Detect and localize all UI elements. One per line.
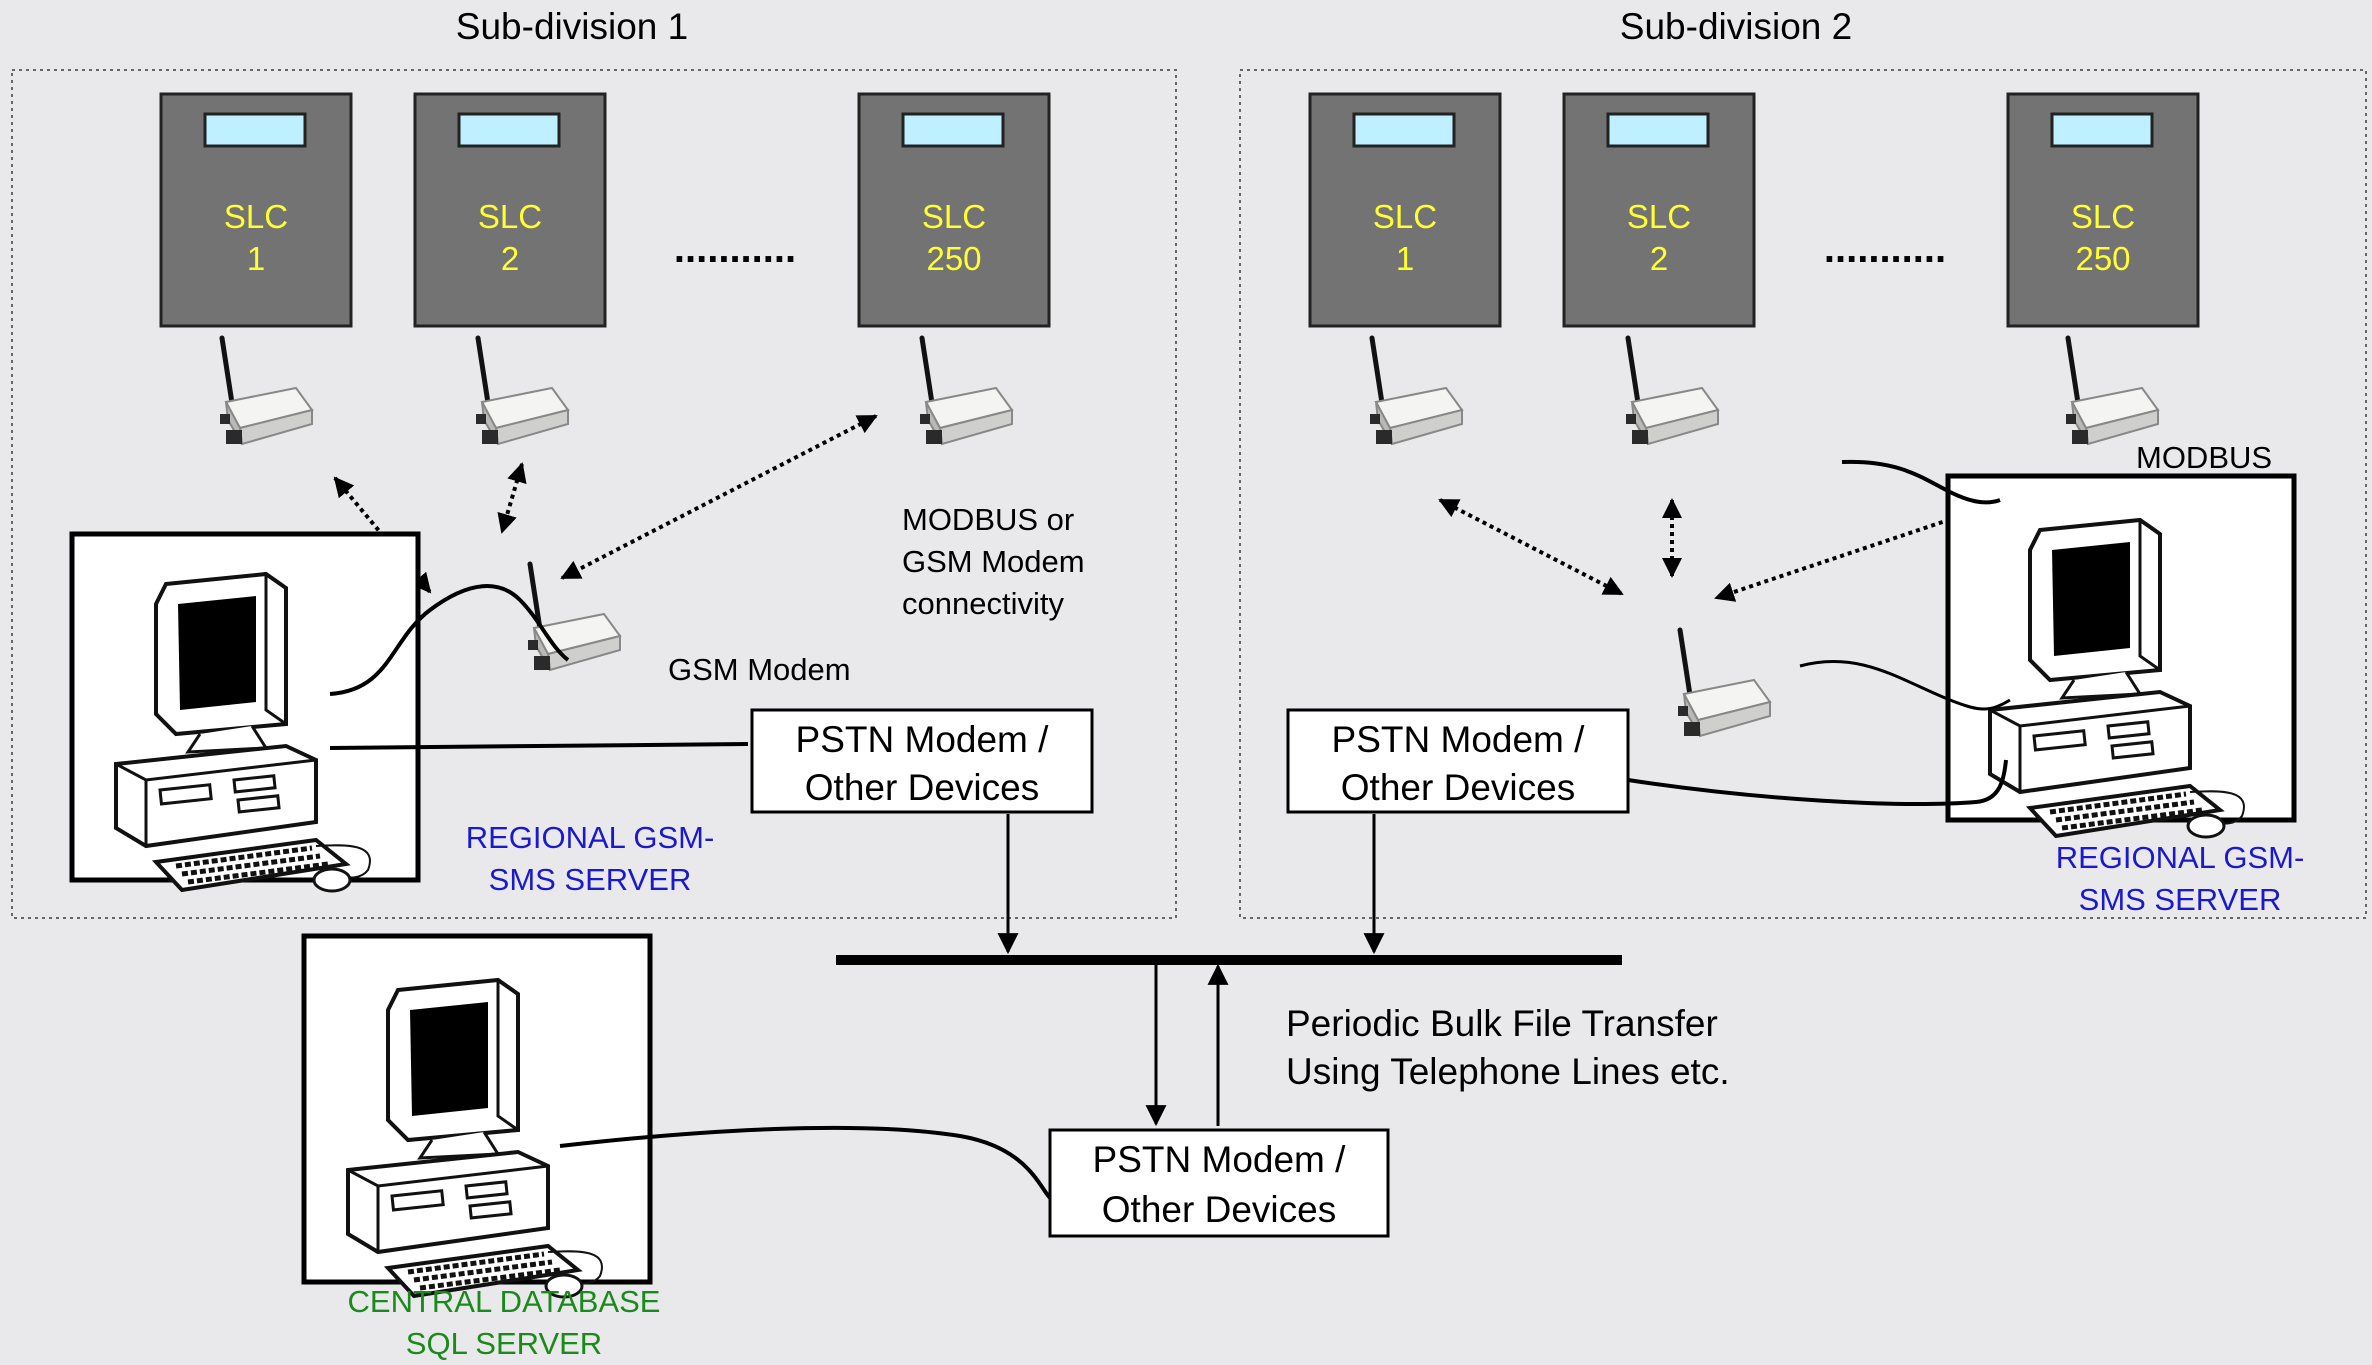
- gsm-modem-icon: [528, 564, 620, 670]
- serial-cable: [1841, 459, 2001, 505]
- subdivision-2-boundary: [1239, 69, 2367, 919]
- slc-label: SLC: [2071, 198, 2135, 235]
- gsm-modem-icon: [920, 338, 1012, 444]
- gsm-modem-icon: [1678, 630, 1770, 736]
- gsm-modem-icon: [1370, 338, 1462, 444]
- gsm-modem-icon: [476, 338, 568, 444]
- pstn-label: Other Devices: [1102, 1189, 1336, 1230]
- wireless-links: [1438, 490, 2028, 602]
- slc-number: 1: [247, 240, 265, 277]
- central-server-label: SQL SERVER: [406, 1326, 602, 1360]
- slc-ellipsis: ...........: [674, 227, 796, 271]
- gsm-modem-label: GSM Modem: [668, 652, 851, 687]
- pstn-label: PSTN Modem /: [796, 719, 1050, 760]
- transfer-note: Using Telephone Lines etc.: [1286, 1051, 1730, 1092]
- connectivity-note: connectivity: [902, 586, 1064, 621]
- connectivity-note: MODBUS or: [902, 502, 1074, 537]
- subdivision-1-title: Sub-division 1: [456, 6, 688, 47]
- slc-number: 250: [2075, 240, 2130, 277]
- serial-cable: [329, 742, 749, 750]
- connectivity-note: GSM Modem: [902, 544, 1085, 579]
- slc-number: 1: [1396, 240, 1414, 277]
- regional-server-label: SMS SERVER: [489, 862, 692, 897]
- pstn-label: Other Devices: [805, 767, 1039, 808]
- slc-label: SLC: [1373, 198, 1437, 235]
- subdivision-2-title: Sub-division 2: [1620, 6, 1852, 47]
- subdivision-1-boundary: [11, 69, 1177, 919]
- slc-unit: SLC 1: [1308, 92, 1502, 328]
- gsm-modem-icon: [2066, 338, 2158, 444]
- pstn-label: Other Devices: [1341, 767, 1575, 808]
- slc-unit: SLC 2: [1562, 92, 1756, 328]
- central-server-label: CENTRAL DATABASE: [348, 1284, 661, 1319]
- serial-cable: [559, 1125, 1054, 1202]
- slc-number: 2: [1650, 240, 1668, 277]
- transfer-note: Periodic Bulk File Transfer: [1286, 1003, 1718, 1044]
- serial-cable: [1799, 660, 2011, 711]
- slc-number: 250: [926, 240, 981, 277]
- slc-unit: SLC 1: [159, 92, 353, 328]
- serial-cable: [1627, 759, 2008, 806]
- slc-label: SLC: [922, 198, 986, 235]
- serial-cable: [329, 584, 570, 696]
- slc-label: SLC: [1627, 198, 1691, 235]
- slc-number: 2: [501, 240, 519, 277]
- slc-unit: SLC 250: [2006, 92, 2200, 328]
- pstn-modem-box: [1048, 1128, 1390, 1238]
- gsm-modem-icon: [220, 338, 312, 444]
- pstn-modem-box: [750, 708, 1094, 814]
- slc-label: SLC: [224, 198, 288, 235]
- regional-server-label: REGIONAL GSM-: [466, 820, 715, 855]
- slc-unit: SLC 250: [857, 92, 1051, 328]
- pstn-label: PSTN Modem /: [1093, 1139, 1347, 1180]
- slc-label: SLC: [478, 198, 542, 235]
- pstn-modem-box: [1286, 708, 1630, 814]
- modbus-label: MODBUS: [2136, 440, 2272, 475]
- slc-unit: SLC 2: [413, 92, 607, 328]
- regional-server-label: SMS SERVER: [2079, 882, 2282, 917]
- pstn-label: PSTN Modem /: [1332, 719, 1586, 760]
- regional-server-label: REGIONAL GSM-: [2056, 840, 2305, 875]
- slc-ellipsis: ...........: [1824, 227, 1946, 271]
- gsm-modem-icon: [1626, 338, 1718, 444]
